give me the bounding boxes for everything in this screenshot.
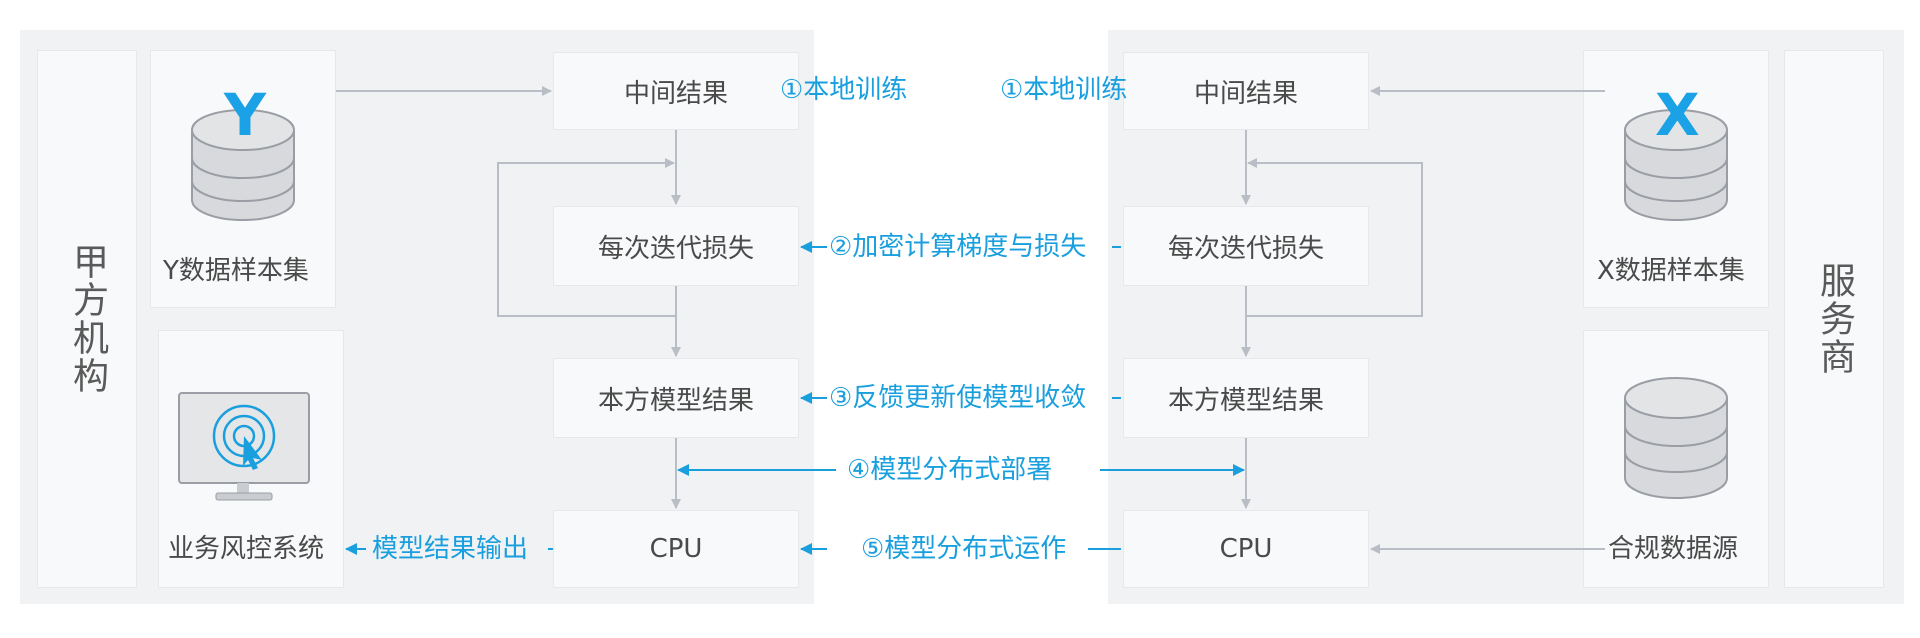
risk-system-label: 业务风控系统 — [168, 534, 325, 564]
y-dataset-box — [150, 50, 336, 308]
step-result-output: 模型结果输出 — [372, 534, 529, 564]
step-encrypt-gradient: ②加密计算梯度与损失 — [829, 232, 1087, 262]
x-database-icon — [1624, 109, 1728, 221]
step-distributed-deploy: ④模型分布式部署 — [847, 455, 1053, 485]
compliance-label: 合规数据源 — [1608, 534, 1739, 564]
step-local-train-left: ①本地训练 — [780, 75, 908, 105]
right-org-title: 服务商 — [1784, 50, 1884, 588]
step-distributed-run: ⑤模型分布式运作 — [861, 534, 1067, 564]
y-database-icon — [191, 109, 295, 221]
right-iteration-loss-box: 每次迭代损失 — [1123, 206, 1369, 286]
left-model-result-box: 本方模型结果 — [553, 358, 799, 438]
left-intermediate-box: 中间结果 — [553, 52, 799, 130]
y-dataset-label: Y数据样本集 — [163, 256, 309, 286]
step-feedback-update: ③反馈更新使模型收敛 — [829, 383, 1087, 413]
y-letter: Y — [224, 81, 266, 149]
left-cpu-box: CPU — [553, 510, 799, 588]
left-org-title: 甲方机构 — [37, 50, 137, 588]
step-local-train-right: ①本地训练 — [1000, 75, 1128, 105]
right-cpu-box: CPU — [1123, 510, 1369, 588]
right-intermediate-box: 中间结果 — [1123, 52, 1369, 130]
x-dataset-label: X数据样本集 — [1597, 256, 1745, 286]
x-letter: X — [1655, 81, 1700, 149]
left-iteration-loss-box: 每次迭代损失 — [553, 206, 799, 286]
monitor-icon — [178, 392, 310, 501]
compliance-database-icon — [1624, 377, 1728, 499]
right-model-result-box: 本方模型结果 — [1123, 358, 1369, 438]
